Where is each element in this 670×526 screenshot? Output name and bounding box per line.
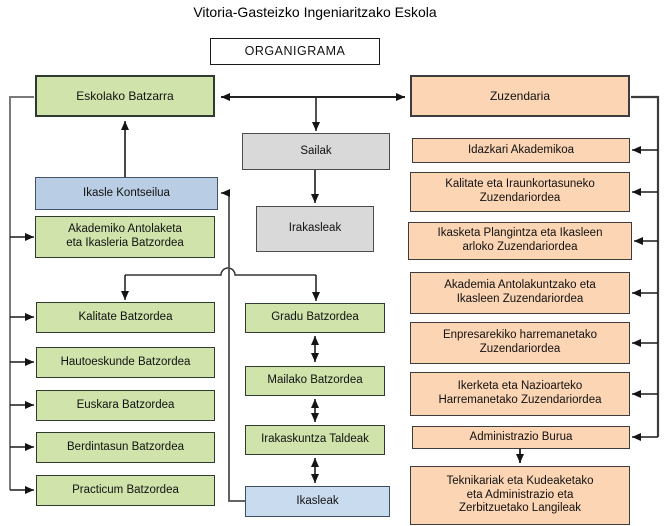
node-ikasketa-plangintza: Ikasketa Plangintza eta Ikasleen arloko … bbox=[408, 222, 632, 260]
node-gradu-batzordea: Gradu Batzordea bbox=[245, 303, 385, 333]
organigrama-banner: ORGANIGRAMA bbox=[210, 38, 380, 65]
node-teknikariak: Teknikariak eta Kudeaketako eta Administ… bbox=[410, 466, 630, 525]
node-ikasle-kontseilua: Ikasle Kontseilua bbox=[35, 177, 218, 210]
node-ikerketa: Ikerketa eta Nazioarteko Harremanetako Z… bbox=[410, 372, 630, 416]
node-eskolako-batzarra: Eskolako Batzarra bbox=[35, 75, 215, 117]
node-kalitate-zuzendariordea: Kalitate eta Iraunkortasuneko Zuzendario… bbox=[410, 172, 630, 212]
node-kalitate-batzordea: Kalitate Batzordea bbox=[36, 302, 215, 333]
node-irakaskuntza-taldeak: Irakaskuntza Taldeak bbox=[245, 425, 385, 455]
node-euskara-batzordea: Euskara Batzordea bbox=[36, 390, 215, 421]
crossing-line-with-hop bbox=[125, 267, 316, 276]
node-zuzendaria: Zuzendaria bbox=[410, 75, 630, 117]
node-berdintasun-batzordea: Berdintasun Batzordea bbox=[36, 432, 215, 463]
node-irakasleak: Irakasleak bbox=[256, 206, 374, 252]
left-trunk-line bbox=[9, 96, 34, 490]
line-ikasleak-kontseilua bbox=[221, 189, 245, 502]
node-idazkari-akademikoa: Idazkari Akademikoa bbox=[412, 138, 630, 163]
node-akademia-antolakuntza: Akademia Antolakuntzako eta Ikasleen Zuz… bbox=[410, 272, 630, 314]
node-akademiko-antolaketa: Akademiko Antolaketa eta Ikasleria Batzo… bbox=[35, 216, 215, 258]
node-mailako-batzordea: Mailako Batzordea bbox=[245, 366, 385, 396]
node-administrazio-burua: Administrazio Burua bbox=[412, 426, 630, 449]
node-ikasleak: Ikasleak bbox=[245, 486, 390, 517]
node-enpresarekiko: Enpresarekiko harremanetako Zuzendariord… bbox=[410, 322, 630, 364]
right-trunk-line bbox=[631, 95, 660, 437]
node-hautoeskunde-batzordea: Hautoeskunde Batzordea bbox=[36, 347, 215, 378]
node-sailak: Sailak bbox=[242, 133, 390, 170]
page-title: Vitoria-Gasteizko Ingeniaritzako Eskola bbox=[193, 4, 437, 20]
node-practicum-batzordea: Practicum Batzordea bbox=[36, 475, 215, 506]
